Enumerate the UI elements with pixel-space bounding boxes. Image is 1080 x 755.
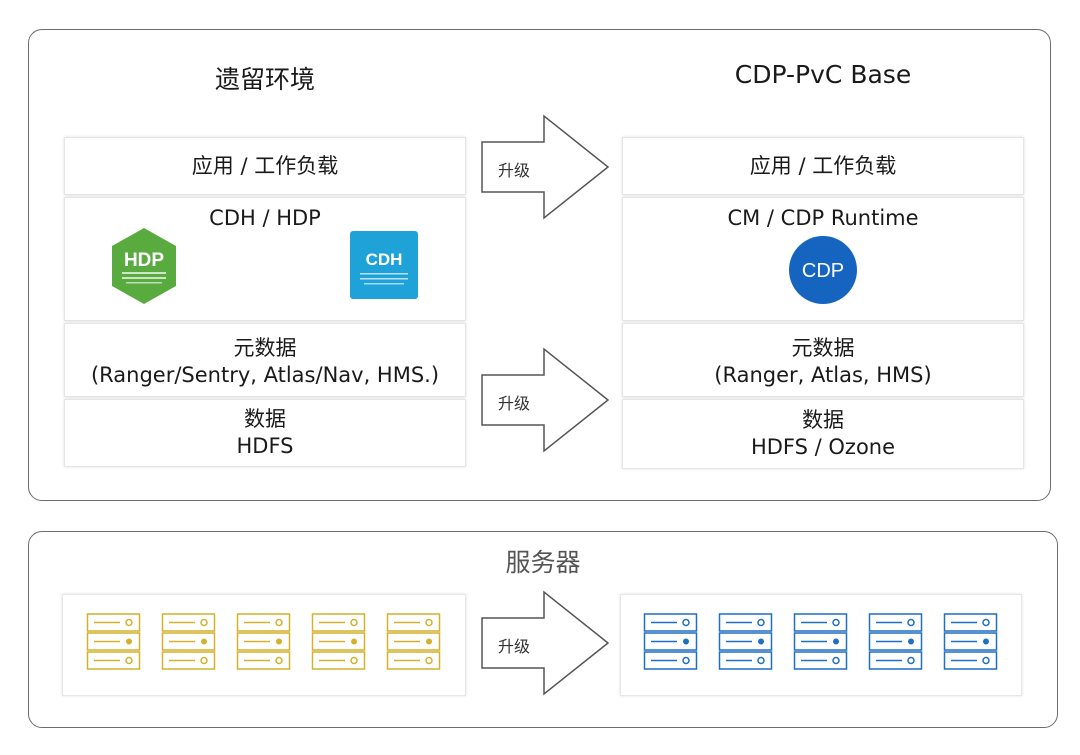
server-rack-icon: [868, 613, 923, 670]
server-rack-icon: [236, 613, 291, 670]
server-rack-icon: [643, 613, 698, 670]
legacy-servers-row: [86, 612, 441, 672]
server-rack-icon: [793, 613, 848, 670]
target-data-layer: 数据 HDFS / Ozone: [622, 399, 1024, 469]
server-rack-icon: [311, 613, 366, 670]
target-metadata-layer: 元数据 (Ranger, Atlas, HMS): [622, 323, 1024, 397]
target-metadata-label: 元数据: [791, 336, 855, 360]
legacy-data-detail: HDFS: [236, 434, 294, 458]
target-platform-label: CM / CDP Runtime: [727, 206, 919, 230]
legacy-metadata-label: 元数据: [233, 336, 297, 360]
upgrade-arrow-data: [481, 347, 610, 453]
cdh-logo-text: CDH: [366, 250, 403, 269]
upgrade-arrow-apps: [481, 114, 610, 220]
target-data-detail: HDFS / Ozone: [750, 435, 896, 459]
target-apps-label: 应用 / 工作负载: [749, 154, 897, 178]
server-rack-icon: [386, 613, 441, 670]
legacy-data-label: 数据: [244, 407, 286, 431]
cdh-square-logo: CDH: [350, 231, 418, 299]
upgrade-arrow-apps-label: 升级: [498, 161, 531, 180]
servers-title: 服务器: [505, 548, 581, 577]
server-rack-icon: [718, 613, 773, 670]
cdp-circle-logo: CDP: [789, 236, 857, 304]
target-metadata-detail: (Ranger, Atlas, HMS): [714, 363, 932, 387]
legacy-data-layer: 数据 HDFS: [64, 399, 466, 467]
upgrade-arrow-servers: [481, 590, 610, 696]
legacy-metadata-layer: 元数据 (Ranger/Sentry, Atlas/Nav, HMS.): [64, 323, 466, 397]
legacy-apps-label: 应用 / 工作负载: [191, 154, 339, 178]
cdp-logo-text: CDP: [802, 260, 844, 282]
server-rack-icon: [161, 613, 216, 670]
hdp-hexagon-logo: HDP: [112, 228, 176, 304]
hdp-logo-text: HDP: [124, 250, 164, 271]
legacy-title: 遗留环境: [214, 65, 315, 94]
target-data-label: 数据: [802, 408, 844, 432]
legacy-platform-label: CDH / HDP: [209, 206, 321, 230]
server-rack-icon: [943, 613, 998, 670]
target-title: CDP-PvC Base: [734, 60, 912, 89]
upgrade-arrow-data-label: 升级: [498, 394, 531, 413]
server-rack-icon: [86, 613, 141, 670]
target-servers-row: [643, 612, 998, 672]
target-apps-layer: 应用 / 工作负载: [622, 137, 1024, 195]
legacy-apps-layer: 应用 / 工作负载: [64, 137, 466, 195]
upgrade-arrow-servers-label: 升级: [498, 637, 531, 656]
legacy-metadata-detail: (Ranger/Sentry, Atlas/Nav, HMS.): [90, 363, 440, 387]
